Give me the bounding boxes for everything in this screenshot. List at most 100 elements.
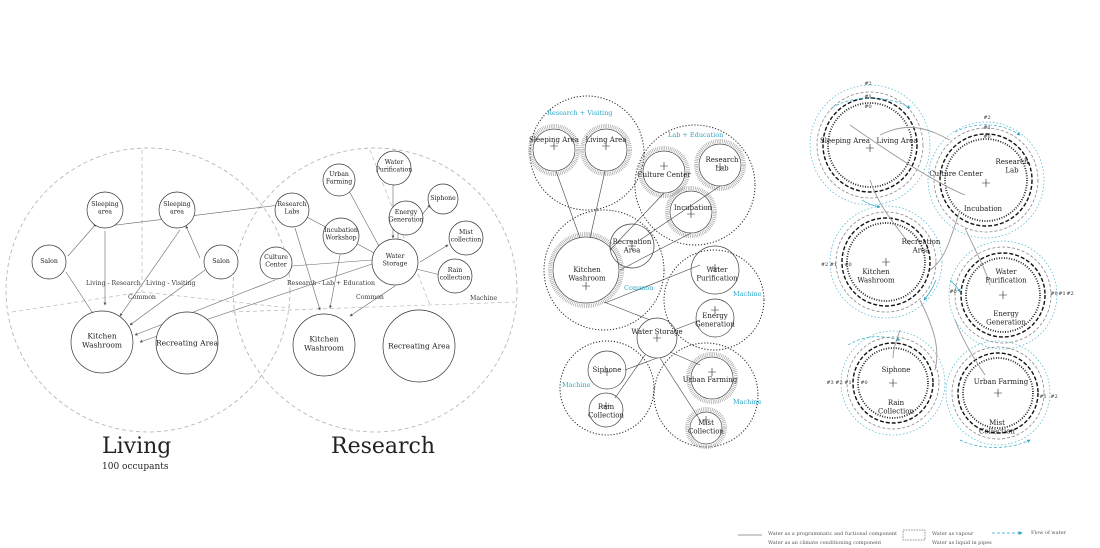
node-salon2-circle [203,244,239,280]
cluster-node-water_pur-label: Purification [696,275,738,283]
flow-node-energy-label: Energy [993,310,1019,318]
zone-label-research-lab: Research - Lab + Education [287,280,375,287]
legend-climate: Water as an climate conditioning compone… [768,540,882,546]
node-rain-circle [437,258,473,294]
cluster-node-incubation-label: Incubation [674,204,713,212]
flow-node-mist-label: Mist [989,419,1005,427]
cluster-node-culture-label: Culture Center [637,171,691,179]
node-recreating-circle [155,311,219,375]
node-water_pur-label: Water [385,159,404,166]
node-sleeping1-circle [86,191,124,229]
cluster-node-siphone-label: Siphone [593,366,622,374]
node-incubation-circle [322,217,360,255]
node-incubation-label: Workshop [325,235,356,242]
legend-flow: Flow of water [1031,530,1067,536]
cluster-node-energy-label: Energy [702,312,728,320]
ring-tag: #0 [844,262,851,268]
node-mist-label: Mist [459,229,473,236]
node-sleeping2-label: Sleeping [163,201,190,208]
node-salon2: Salon [203,244,239,280]
node-siphone: Siphone [427,183,459,215]
node-sleeping1-label: Sleeping [91,201,118,208]
node-water_pur-circle [376,150,412,186]
flow-node-culture-label: Culture Center [929,170,983,178]
node-water_sto-circle [371,238,419,286]
cluster-node-research_lab-label: Research [705,156,739,164]
node-recreating2-label: Recreating Area [388,342,451,351]
flow-arrows [831,97,1031,448]
node-sleeping1-label: area [98,209,112,216]
cluster-rings [529,95,765,448]
node-urban-label: Urban [329,171,349,178]
legend-programmatic: Water as a programmatic and fuctional co… [768,531,898,537]
flow-node-living-label: Living Area [876,137,917,145]
cluster-node-siphone: Siphone [593,366,622,374]
node-mist-label: collection [451,237,481,244]
cluster-node-rain-label: Collection [588,412,624,420]
node-culture-circle [259,246,293,280]
ring-tag: #1 [1039,394,1046,400]
node-water_pur-label: Purification [376,167,413,174]
flow-node-urban: Urban Farming [974,378,1029,386]
node-siphone-label: Siphone [430,195,456,202]
node-urban-label: Farming [326,179,352,186]
cluster-label-machine-2: Machine [562,381,591,389]
flow-node-urban-label: Urban Farming [974,378,1029,386]
flow-node-sleeping-label: Sleeping Area [820,137,870,145]
cluster-node-energy-label: Generation [695,321,735,329]
node-incubation-label: Incubation [324,227,358,234]
node-water_sto-label: Water [386,253,405,260]
cluster-node-urban-label: Urban Farming [683,376,738,384]
ring-tag: #0 [860,380,867,386]
water-pipes [849,124,991,376]
node-energy-circle [388,200,424,236]
node-salon1-circle [31,244,67,280]
cluster-node-living: Living Area [585,136,626,144]
flow-node-recreation-label: Area [912,247,930,255]
ring-tag: #2 [1050,394,1057,400]
flow-node-culture: Culture Center [929,170,983,178]
node-energy-label: Generation [388,217,423,224]
cluster-node-sleeping-label: Sleeping Area [529,136,579,144]
cluster-label-common: Common [624,284,653,292]
title-living: Living [102,434,172,459]
node-kitchen2-label: Kitchen [309,334,338,343]
ring-tag: #1 [1058,291,1065,297]
node-research_labs-circle [274,192,310,228]
living-zone [5,147,291,433]
node-mist-circle [448,220,484,256]
node-recreating2: Recreating Area [382,309,456,383]
flow-node-research_lab-label: Lab [1005,167,1019,175]
zone-label-machine: Machine [470,295,497,302]
subtitle-living-occupants: 100 occupants [102,462,169,472]
ring-tag: #0 [1050,291,1057,297]
legend-pipes: Water as liquid in pipes [932,540,992,546]
node-sleeping2-circle [158,191,196,229]
ring-tag: #2 #1 [821,262,837,268]
ring-tag: #0 [949,289,956,295]
flow-node-research_lab-label: Research [995,158,1029,166]
water-rings [809,84,1058,446]
legend-vapour-swatch [902,529,926,541]
zone-dividers [11,149,516,313]
